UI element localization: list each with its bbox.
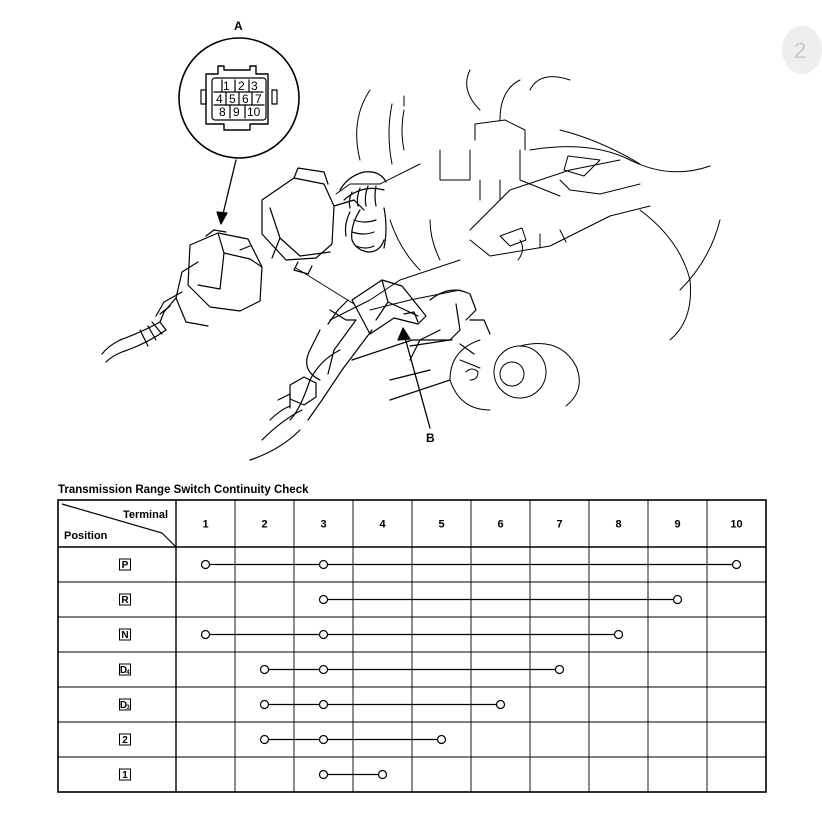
terminal-column-header: 10 bbox=[730, 519, 742, 531]
callout-a-label: A bbox=[234, 19, 243, 33]
header-position-label: Position bbox=[64, 530, 108, 542]
terminal-column-header: 7 bbox=[556, 519, 562, 531]
position-label: D bbox=[120, 665, 127, 676]
continuity-terminal-marker bbox=[318, 629, 329, 640]
terminal-column-header: 1 bbox=[202, 519, 208, 531]
continuity-terminal-marker bbox=[318, 699, 329, 710]
continuity-terminal-marker bbox=[318, 734, 329, 745]
table-row: R bbox=[119, 593, 683, 606]
position-label: N bbox=[121, 630, 128, 641]
continuity-terminal-marker bbox=[318, 559, 329, 570]
corner-page-badge: 2 bbox=[782, 26, 822, 74]
position-label: R bbox=[121, 595, 129, 606]
continuity-terminal-marker bbox=[318, 594, 329, 605]
position-label-box bbox=[119, 663, 131, 676]
position-label: D bbox=[120, 700, 127, 711]
terminal-column-header: 8 bbox=[615, 519, 621, 531]
continuity-terminal-marker bbox=[200, 559, 211, 570]
pin-5-label: 5 bbox=[229, 92, 236, 106]
pin-7-label: 7 bbox=[255, 92, 262, 106]
pin-10-label: 10 bbox=[247, 105, 261, 119]
harness-connector bbox=[101, 229, 263, 363]
position-label-box bbox=[119, 698, 131, 711]
position-label: 2 bbox=[122, 735, 128, 746]
switch-connector bbox=[261, 167, 387, 275]
continuity-terminal-marker bbox=[318, 664, 329, 675]
pin-2-label: 2 bbox=[238, 79, 245, 93]
header-diagonal bbox=[61, 503, 177, 548]
corner-badge-text: 2 bbox=[794, 38, 807, 63]
continuity-terminal-marker bbox=[377, 769, 388, 780]
pin-9-label: 9 bbox=[233, 105, 240, 119]
terminal-column-header: 3 bbox=[320, 519, 326, 531]
position-label-subscript: 3 bbox=[126, 705, 130, 711]
terminal-column-header: 4 bbox=[379, 519, 386, 531]
continuity-terminal-marker bbox=[495, 699, 506, 710]
position-label-box bbox=[119, 733, 131, 746]
continuity-terminal-marker bbox=[672, 594, 683, 605]
pin-8-label: 8 bbox=[219, 105, 226, 119]
continuity-terminal-marker bbox=[613, 629, 624, 640]
terminal-column-header: 2 bbox=[261, 519, 267, 531]
connector-detail-circle bbox=[178, 37, 300, 159]
position-label-subscript: 4 bbox=[126, 670, 130, 676]
header-terminal-label: Terminal bbox=[123, 509, 168, 521]
pin-4-label: 4 bbox=[216, 92, 223, 106]
terminal-column-header: 6 bbox=[497, 519, 503, 531]
table-row: 2 bbox=[119, 733, 447, 746]
range-switch bbox=[249, 279, 491, 461]
table-row: N bbox=[119, 628, 624, 641]
table-title: Transmission Range Switch Continuity Che… bbox=[58, 484, 309, 496]
connection-leader-line bbox=[295, 267, 355, 305]
table-row: P bbox=[119, 558, 742, 571]
position-label-box bbox=[119, 628, 131, 641]
position-label-box bbox=[119, 593, 131, 606]
position-label: P bbox=[122, 560, 129, 571]
continuity-terminal-marker bbox=[259, 664, 270, 675]
pin-1-label: 1 bbox=[223, 79, 230, 93]
callout-b-label: B bbox=[426, 431, 435, 445]
switch-illustration: A 1 2 3 4 bbox=[101, 19, 721, 461]
terminal-column-header: 5 bbox=[438, 519, 444, 531]
pin-6-label: 6 bbox=[242, 92, 249, 106]
position-label: 1 bbox=[122, 770, 128, 781]
callout-b-arrow bbox=[397, 327, 431, 429]
continuity-terminal-marker bbox=[259, 699, 270, 710]
position-label-box bbox=[119, 768, 131, 781]
pin-3-label: 3 bbox=[251, 79, 258, 93]
table-row: 1 bbox=[119, 768, 388, 781]
continuity-terminal-marker bbox=[731, 559, 742, 570]
continuity-terminal-marker bbox=[554, 664, 565, 675]
continuity-terminal-marker bbox=[259, 734, 270, 745]
continuity-terminal-marker bbox=[200, 629, 211, 640]
position-label-box bbox=[119, 558, 131, 571]
continuity-terminal-marker bbox=[436, 734, 447, 745]
terminal-column-header: 9 bbox=[674, 519, 680, 531]
callout-a-arrow bbox=[216, 159, 237, 225]
continuity-terminal-marker bbox=[318, 769, 329, 780]
